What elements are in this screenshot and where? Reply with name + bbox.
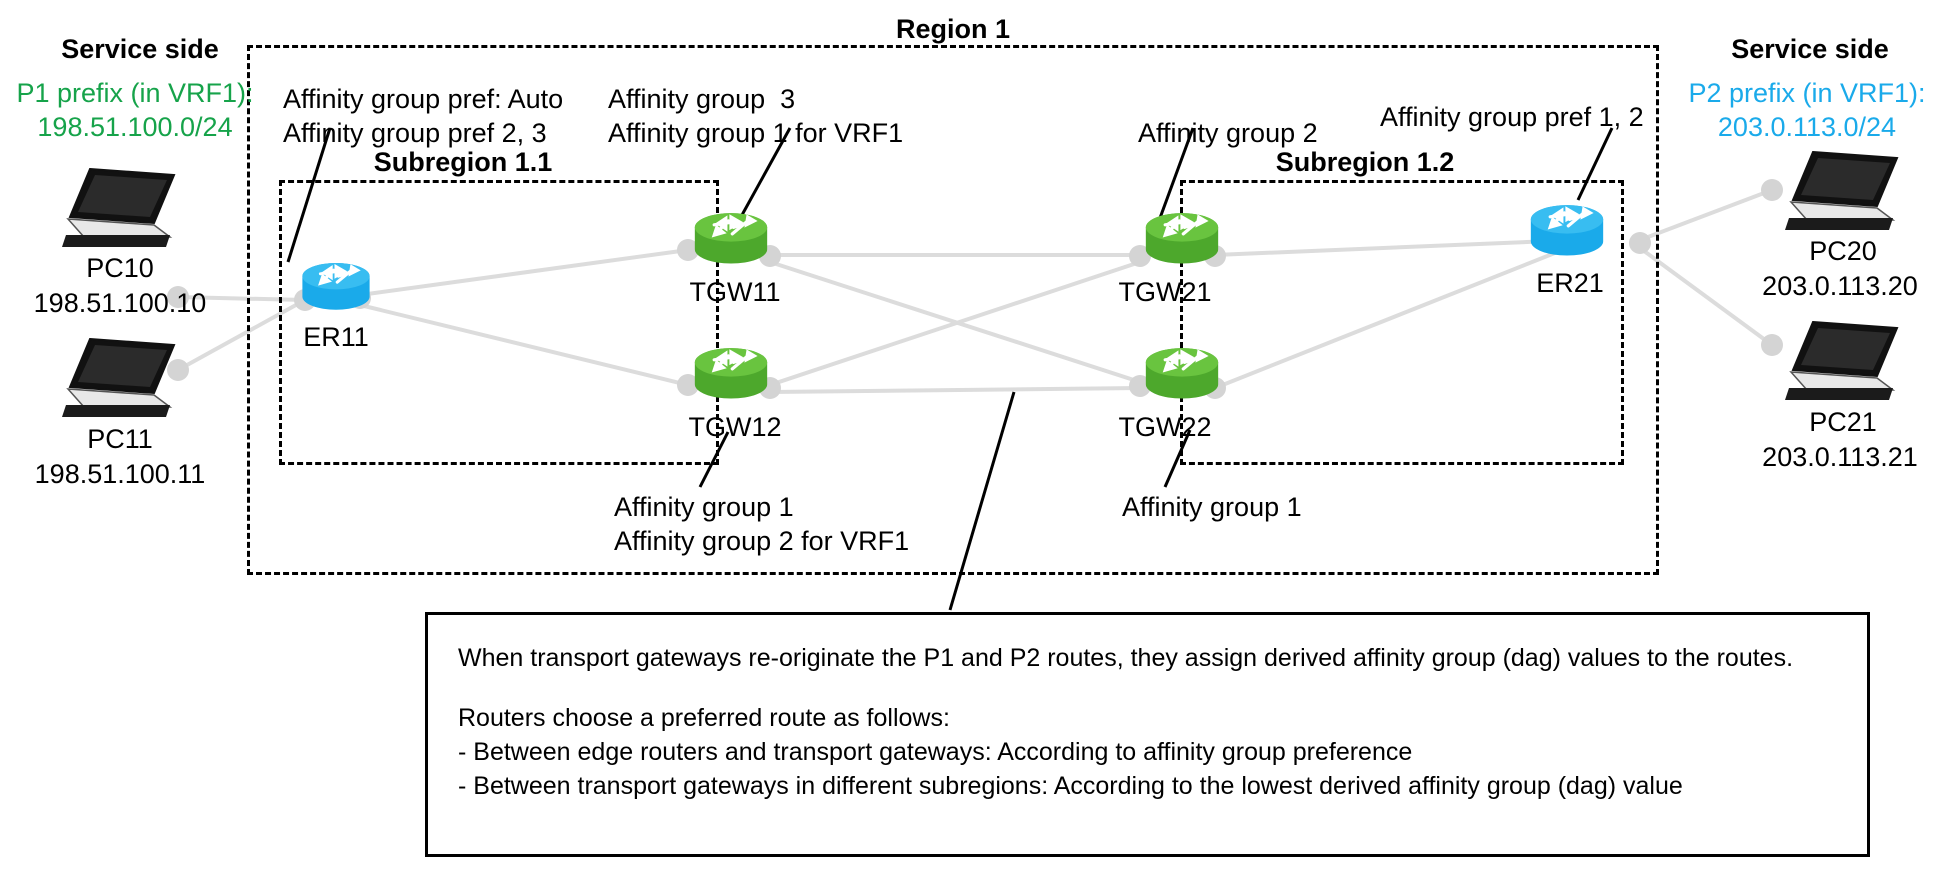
router-icon [1145, 213, 1219, 264]
region-1-box [247, 45, 1659, 575]
host-pc21-name: PC21 [1809, 407, 1877, 437]
leader-tgw22 [1163, 429, 1192, 488]
laptop-icon [62, 337, 176, 417]
leader-tgw21 [1158, 127, 1195, 219]
host-pc21[interactable] [1785, 318, 1901, 409]
host-pc20-ip: 203.0.113.20 [1762, 271, 1918, 301]
link-tgw12-tgw21 [769, 260, 1141, 387]
node-er21-name: ER21 [1536, 268, 1604, 298]
subregion-1-2-label: Subregion 1.2 [1275, 147, 1455, 177]
host-pc10-ip: 198.51.100.10 [33, 288, 207, 318]
node-tgw21[interactable] [1143, 208, 1221, 275]
node-tgw22-name: TGW22 [1118, 412, 1212, 442]
right-prefix-line1: P2 prefix (in VRF1): [1688, 78, 1926, 108]
host-pc10-name: PC10 [86, 253, 154, 283]
annotation-tgw11-line2: Affinity group 1 for VRF1 [608, 118, 904, 148]
router-icon [694, 348, 768, 399]
node-er21[interactable] [1528, 200, 1606, 267]
router-icon [694, 213, 768, 264]
link-tgw22-er21 [1214, 243, 1576, 390]
link-er11-tgw12 [359, 303, 689, 387]
link-tgw21-er21 [1214, 238, 1576, 257]
annotation-tgw12-line2: Affinity group 2 for VRF1 [614, 526, 910, 556]
link-pc11-er11 [177, 298, 306, 372]
note-bullet-1: - Between edge routers and transport gat… [458, 738, 1413, 766]
explanation-note-box: When transport gateways re-originate the… [425, 612, 1870, 857]
leader-er11 [286, 127, 332, 263]
annotation-tgw12-line1: Affinity group 1 [614, 492, 794, 522]
subregion-1-1-box [279, 180, 719, 465]
laptop-icon [1785, 150, 1899, 230]
left-service-heading: Service side [61, 34, 219, 64]
note-spacer [458, 675, 1837, 701]
link-er11-tgw11 [359, 248, 689, 297]
annotation-tgw22-line1: Affinity group 1 [1122, 492, 1302, 522]
node-er11[interactable] [300, 258, 372, 321]
left-prefix-line2: 198.51.100.0/24 [37, 112, 233, 142]
laptop-icon [1785, 320, 1899, 400]
annotation-er21-line1: Affinity group pref 1, 2 [1380, 102, 1644, 132]
subregion-1-2-box [1180, 180, 1624, 465]
node-tgw11[interactable] [692, 208, 770, 275]
host-pc11-ip: 198.51.100.11 [34, 459, 206, 489]
link-er21-pc20 [1639, 188, 1773, 242]
link-er21-pc21 [1638, 246, 1774, 347]
note-bullet-2: - Between transport gateways in differen… [458, 772, 1683, 800]
node-er11-name: ER11 [303, 322, 369, 352]
annotation-er11-line1: Affinity group pref: Auto [283, 84, 564, 114]
leader-tgw12 [698, 431, 730, 488]
link-pc10-er11 [177, 295, 306, 302]
region-1-label: Region 1 [895, 14, 1010, 44]
annotation-tgw11-line1: Affinity group 3 [608, 84, 796, 114]
laptop-icon [62, 167, 176, 247]
link-tgw12-tgw22 [769, 386, 1141, 394]
host-pc11[interactable] [62, 335, 178, 426]
host-pc20-name: PC20 [1809, 236, 1877, 266]
right-prefix-line2: 203.0.113.0/24 [1717, 112, 1897, 142]
right-service-heading: Service side [1731, 34, 1889, 64]
node-tgw22[interactable] [1143, 343, 1221, 410]
annotation-tgw21-line1: Affinity group 2 [1138, 118, 1318, 148]
note-paragraph-2: Routers choose a preferred route as foll… [458, 704, 950, 732]
node-tgw21-name: TGW21 [1118, 277, 1212, 307]
node-tgw11-name: TGW11 [689, 277, 781, 307]
host-pc20[interactable] [1785, 148, 1901, 239]
leader-er21 [1576, 127, 1614, 201]
note-paragraph-1: When transport gateways re-originate the… [458, 644, 1794, 672]
router-icon [1145, 348, 1219, 399]
annotation-er11-line2: Affinity group pref 2, 3 [283, 118, 547, 148]
host-pc11-name: PC11 [87, 424, 153, 454]
host-pc21-ip: 203.0.113.21 [1762, 442, 1918, 472]
router-icon [302, 263, 370, 310]
left-prefix-line1: P1 prefix (in VRF1): [16, 78, 254, 108]
subregion-1-1-label: Subregion 1.1 [373, 147, 553, 177]
node-tgw12[interactable] [692, 343, 770, 410]
node-tgw12-name: TGW12 [688, 412, 782, 442]
router-icon [1530, 205, 1604, 256]
leader-tgw11 [740, 127, 792, 216]
host-pc10[interactable] [62, 165, 178, 256]
